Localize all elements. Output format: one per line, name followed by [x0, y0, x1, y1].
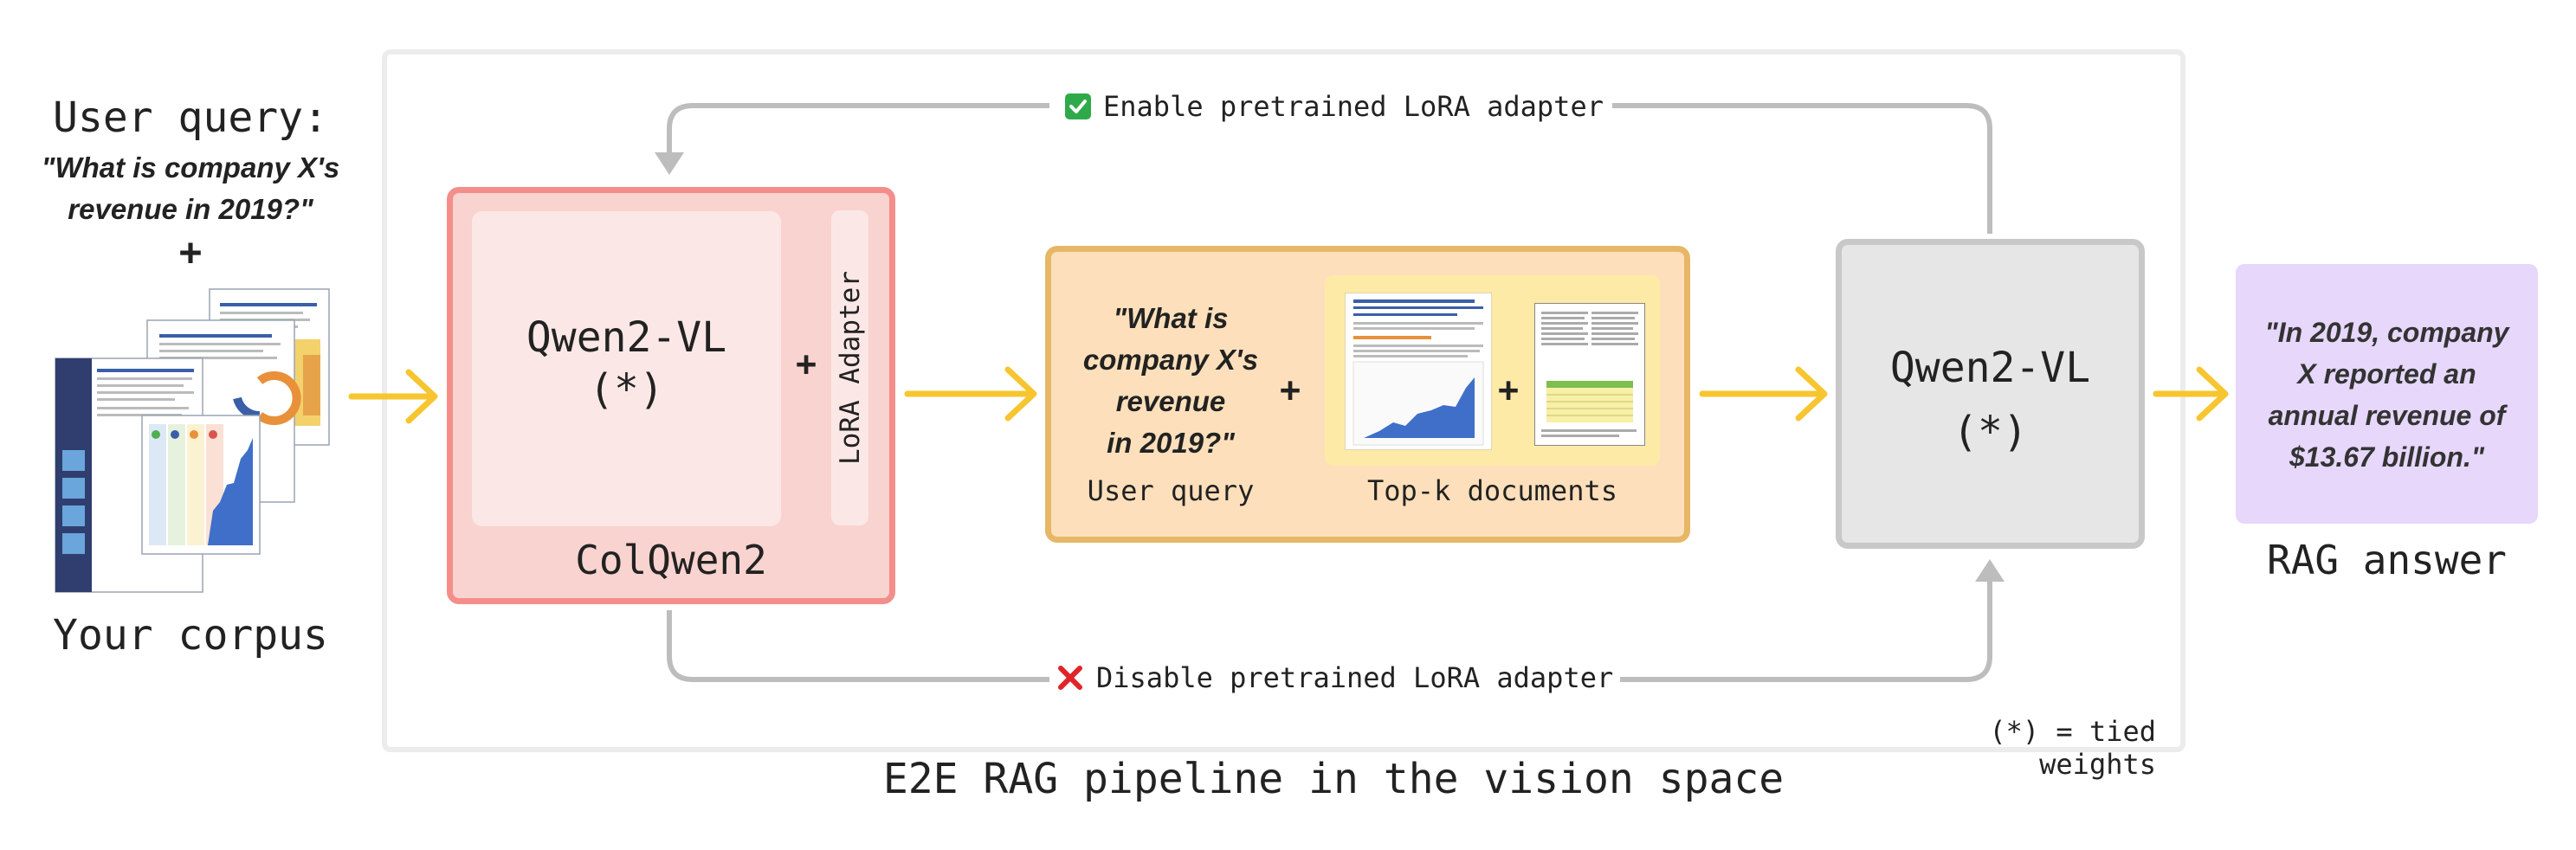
rag-answer-label: RAG answer: [2267, 537, 2507, 583]
figure-caption: E2E RAG pipeline in the vision space: [882, 755, 1785, 803]
arrow-corpus-to-colqwen: [348, 369, 438, 424]
pipeline-frame: [382, 49, 2185, 752]
colqwen2-label: ColQwen2: [575, 537, 767, 583]
input-plus: +: [178, 230, 203, 274]
tied-weights-footnote: (*) = tied weights: [1989, 715, 2156, 781]
arrow-generator-to-answer: [2153, 366, 2229, 422]
top-k-documents-caption: Top-k documents: [1367, 474, 1617, 507]
cross-icon: [1056, 664, 1084, 692]
enable-adapter-label: Enable pretrained LoRA adapter: [1058, 87, 1611, 126]
user-query-title: User query:: [53, 93, 328, 142]
disable-adapter-text: Disable pretrained LoRA adapter: [1096, 661, 1614, 694]
disable-adapter-label: Disable pretrained LoRA adapter: [1049, 658, 1621, 698]
context-query-line-2: company X's: [1082, 344, 1259, 376]
qwen2-vl-generator-text: Qwen2-VL (*): [1836, 336, 2145, 464]
qwen2-vl-encoder-text: Qwen2-VL (*): [472, 312, 781, 415]
enable-loop-line: [667, 103, 1049, 156]
user-query-text: "What is company X's revenue in 2019?": [17, 147, 364, 230]
context-plus-1: +: [1279, 370, 1301, 410]
lora-adapter-text: LoRA Adapter: [834, 271, 866, 465]
answer-line-3: annual revenue of: [2268, 400, 2506, 431]
retrieved-document-2: [1534, 303, 1645, 446]
arrow-colqwen-to-context: [904, 366, 1037, 422]
lora-adapter-box: [831, 210, 868, 525]
lora-adapter-label: LoRA Adapter: [831, 210, 868, 525]
user-query-line-1: "What is company X's: [41, 151, 340, 184]
enable-adapter-text: Enable pretrained LoRA adapter: [1103, 90, 1604, 123]
answer-line-1: "In 2019, company: [2264, 317, 2509, 348]
rag-answer-box: [2236, 264, 2538, 524]
enable-loop-arrowhead: [655, 152, 684, 175]
encoder-model-name: Qwen2-VL: [526, 313, 727, 362]
qwen2-vl-encoder-box: [472, 211, 781, 526]
context-query-line-3: revenue: [1115, 385, 1226, 417]
disable-loop-arrowhead: [1975, 559, 2005, 582]
corpus-documents-image: [55, 288, 330, 593]
answer-line-4: $13.67 billion.": [2289, 441, 2485, 473]
enable-loop-line-right: [1612, 103, 1992, 234]
context-plus-2: +: [1497, 370, 1520, 410]
retrieved-document-1: [1345, 293, 1492, 450]
check-icon: [1065, 93, 1091, 119]
disable-loop-line-right: [1619, 580, 1992, 682]
context-query-text: "What is company X's revenue in 2019?": [1058, 298, 1283, 464]
user-query-line-2: revenue in 2019?": [68, 193, 313, 225]
qwen2-vl-generator-box: [1836, 239, 2145, 549]
context-query-line-4: in 2019?": [1107, 427, 1235, 459]
disable-loop-line: [667, 610, 1049, 682]
corpus-label: Your corpus: [53, 611, 328, 660]
rag-answer-text: "In 2019, company X reported an annual r…: [2236, 312, 2538, 478]
arrow-context-to-generator: [1699, 366, 1828, 422]
answer-line-2: X reported an: [2297, 358, 2476, 390]
generator-model-name: Qwen2-VL: [1889, 344, 2091, 392]
generator-tied-marker: (*): [1953, 408, 2028, 456]
encoder-plus: +: [795, 345, 817, 384]
encoder-tied-marker: (*): [589, 365, 664, 414]
context-query-line-1: "What is: [1113, 302, 1229, 334]
user-query-caption: User query: [1087, 474, 1255, 507]
